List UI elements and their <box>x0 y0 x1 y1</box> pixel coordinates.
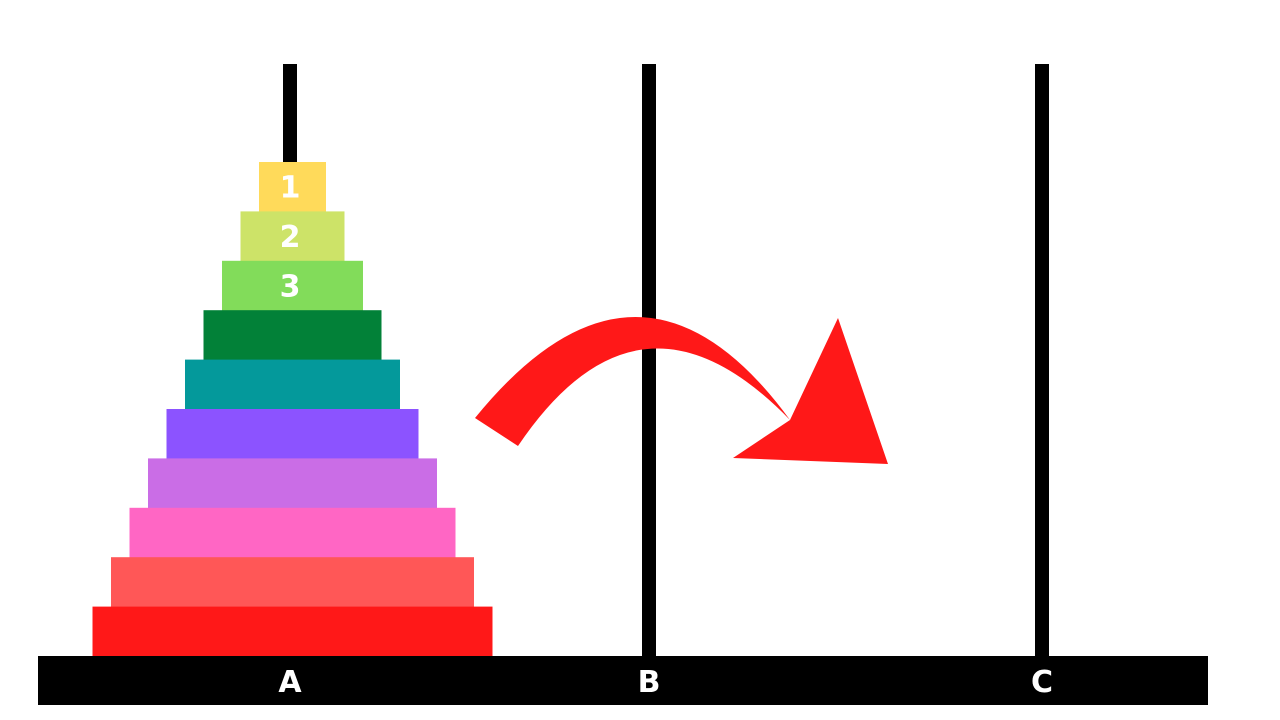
disk-stack: 1 2 3 <box>92 162 493 657</box>
disk-3 <box>222 260 363 311</box>
disk-2 <box>240 211 345 262</box>
disk-8 <box>129 507 456 558</box>
disk-label-1: 1 <box>280 171 301 206</box>
disk-9 <box>111 557 474 607</box>
disk-7 <box>148 458 437 509</box>
peg-label-b: B <box>638 665 661 700</box>
disk-10 <box>92 606 493 657</box>
base-platform <box>38 656 1208 705</box>
peg-label-a: A <box>278 665 302 700</box>
disk-1 <box>259 162 326 212</box>
disk-4 <box>203 310 382 360</box>
disk-label-3: 3 <box>280 270 301 305</box>
peg-label-c: C <box>1031 665 1053 700</box>
peg-b <box>642 64 656 660</box>
disk-5 <box>185 359 400 410</box>
disk-label-2: 2 <box>280 220 301 255</box>
peg-c <box>1035 64 1049 660</box>
move-arrow-icon <box>475 316 888 464</box>
disk-6 <box>166 409 419 459</box>
